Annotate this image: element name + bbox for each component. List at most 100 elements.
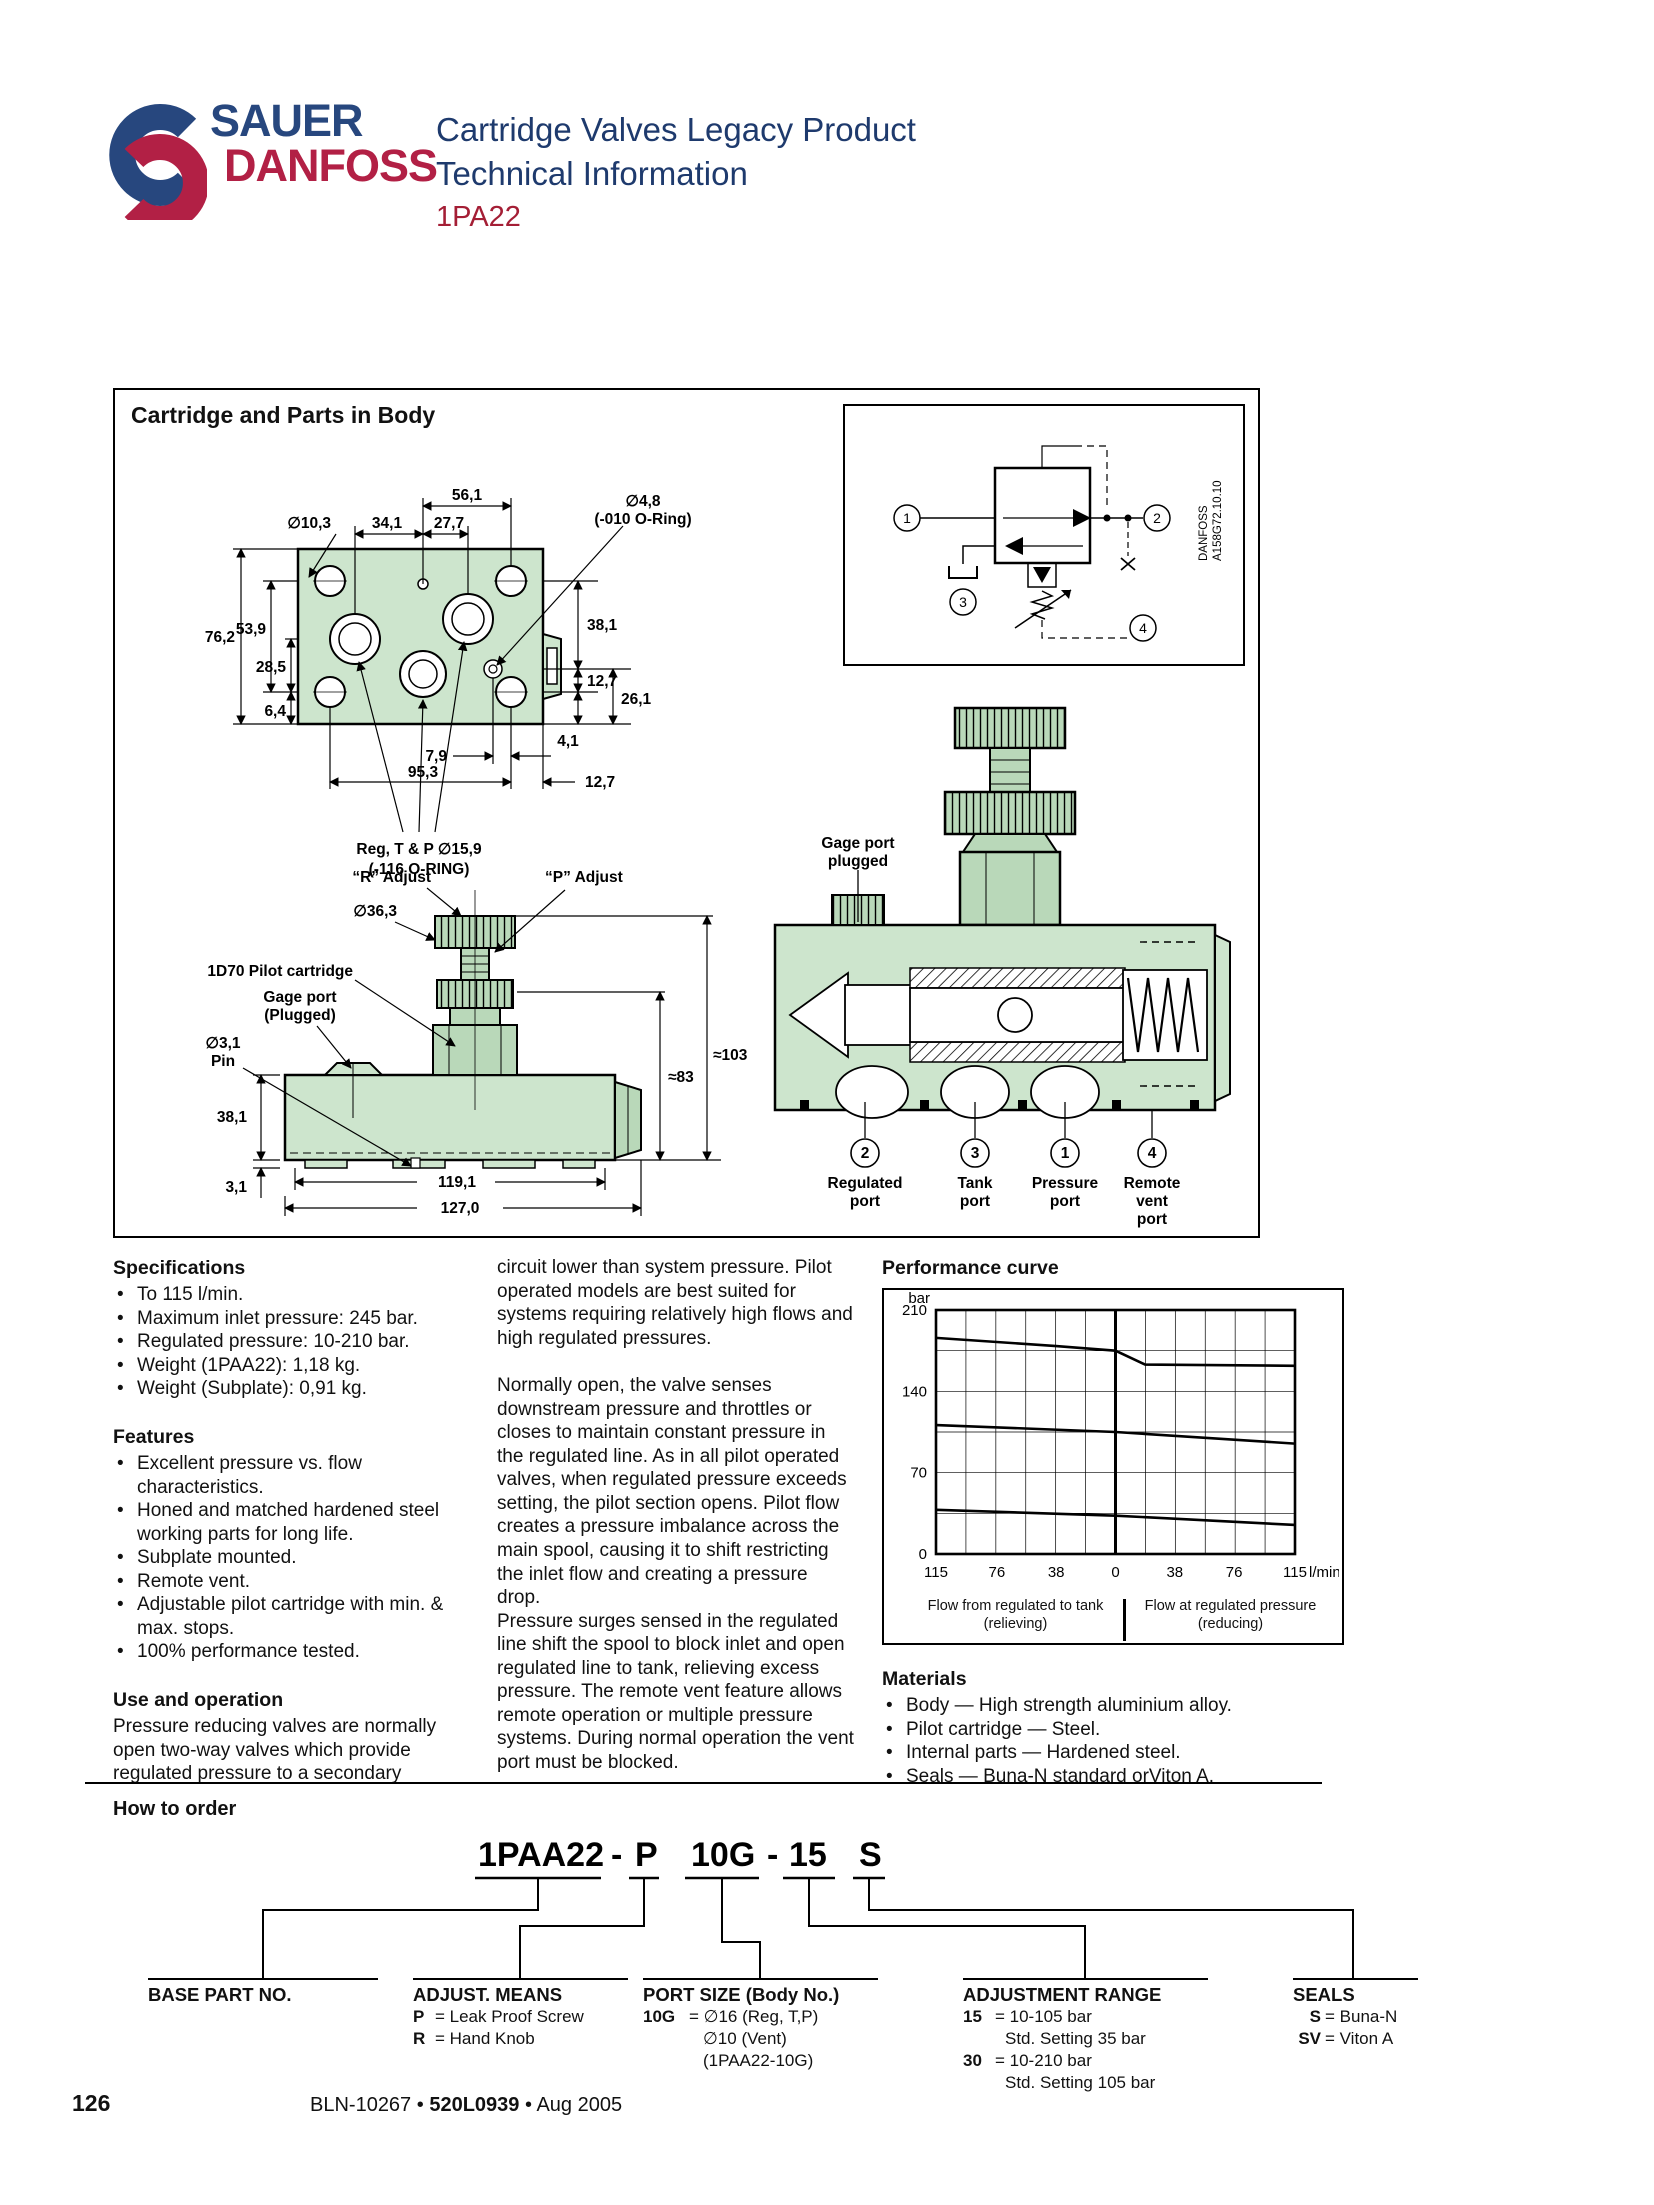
- list-item: Body — High strength aluminium alloy.: [882, 1694, 1357, 1718]
- doc-ref-separator: •: [416, 2094, 424, 2116]
- order-code: 1PAA22 - P 10G - 15 S: [478, 1836, 882, 1874]
- category-option: 30 = 10-210 bar: [963, 2050, 1208, 2072]
- product-code: 1PA22: [436, 201, 521, 234]
- dim-38-1: 38,1: [587, 617, 618, 634]
- category-option: P = Leak Proof Screw: [413, 2006, 628, 2028]
- section-knob-stack: [943, 706, 1077, 927]
- order-category-seals: SEALS S = Buna-N SV = Viton A: [1293, 1978, 1418, 2050]
- column-specifications: Specifications To 115 l/min. Maximum inl…: [113, 1256, 465, 1786]
- schematic-port-1: 1: [903, 510, 911, 526]
- section-port-1-num: 1: [1061, 1145, 1070, 1162]
- list-item: Weight (Subplate): 0,91 kg.: [113, 1377, 465, 1401]
- order-category-port-size: PORT SIZE (Body No.) 10G = ∅16 (Reg, T,P…: [643, 1978, 878, 2072]
- dimension-lines: [233, 498, 631, 833]
- order-code-port: 10G: [691, 1836, 755, 1874]
- section-body: [773, 894, 1231, 1119]
- section-divider-rule: [85, 1782, 1322, 1784]
- dim-83-label: ≈83: [668, 1069, 694, 1086]
- pressure-port-label-2: port: [1050, 1193, 1080, 1210]
- schematic-port-circles: [893, 504, 1171, 642]
- gage-port-label-2: (Plugged): [264, 1007, 335, 1024]
- section-gage-label-1: Gage port: [821, 835, 894, 852]
- section-leader-lines: [857, 870, 1153, 1138]
- features-heading: Features: [113, 1425, 195, 1448]
- section-port-2-num: 2: [861, 1145, 870, 1162]
- svg-text:210: 210: [902, 1302, 927, 1319]
- features-list: Excellent pressure vs. flow characterist…: [113, 1452, 465, 1664]
- chart-note-right: Flow at regulated pressure (reducing): [1144, 1597, 1317, 1632]
- category-option: Std. Setting 35 bar: [963, 2028, 1208, 2050]
- option-value: = Viton A: [1325, 2029, 1394, 2049]
- order-code-diagram: 1PAA22 - P 10G - 15 S: [262, 1836, 1354, 1978]
- option-value: = Leak Proof Screw: [435, 2007, 584, 2026]
- cartridge-drawing-panel: Cartridge and Parts in Body: [113, 388, 1260, 1238]
- category-title: BASE PART NO.: [148, 1984, 292, 2005]
- order-code-base: 1PAA22: [478, 1836, 604, 1874]
- option-value: = Hand Knob: [435, 2029, 535, 2049]
- order-code-dash2: -: [767, 1836, 778, 1874]
- option-code: P: [413, 2007, 425, 2026]
- hydraulic-schematic-frame: 1 2 3 4 DANFOSS A158G72.10.10: [843, 404, 1245, 666]
- option-value: = Buna-N: [1325, 2007, 1398, 2026]
- order-code-range: 15: [789, 1836, 827, 1874]
- schematic-port-numbers: 1 2 3 4: [903, 510, 1161, 636]
- dia-4-8: ∅4,8: [625, 493, 660, 510]
- description-paragraph-1: circuit lower than system pressure. Pilo…: [497, 1257, 853, 1349]
- chart-note-divider: [1123, 1598, 1126, 1641]
- list-item: Pilot cartridge — Steel.: [882, 1718, 1357, 1742]
- column-description: circuit lower than system pressure. Pilo…: [497, 1256, 855, 1774]
- how-to-order-heading: How to order: [113, 1798, 237, 1820]
- dim-26-1: 26,1: [621, 691, 652, 708]
- dim-56-1: 56,1: [452, 487, 483, 504]
- list-item: To 115 l/min.: [113, 1283, 465, 1307]
- list-item: Excellent pressure vs. flow characterist…: [113, 1452, 465, 1499]
- subplate-body: [296, 547, 562, 726]
- svg-text:140: 140: [902, 1384, 927, 1401]
- svg-text:0: 0: [919, 1546, 927, 1563]
- remote-vent-port-label-1: Remote: [1124, 1175, 1181, 1192]
- dia-10-3: ∅10,3: [287, 515, 331, 532]
- option-value: ∅10 (Vent): [703, 2029, 787, 2049]
- description-paragraph-2: Normally open, the valve senses downstre…: [497, 1375, 847, 1609]
- dim-6-4: 6,4: [264, 703, 286, 720]
- side-view-labels: “R” Adjust “P” Adjust ∅36,3 1D70 Pilot c…: [205, 869, 747, 1217]
- list-item: Seals — Buna-N standard orViton A.: [882, 1765, 1357, 1789]
- list-item: Maximum inlet pressure: 245 bar.: [113, 1307, 465, 1331]
- doc-ref-bulletin: BLN-10267: [310, 2094, 412, 2116]
- list-item: Weight (1PAA22): 1,18 kg.: [113, 1354, 465, 1378]
- logo-word-sauer: SAUER: [210, 95, 364, 146]
- dim-38-1-label: 38,1: [217, 1109, 248, 1126]
- gage-port-label-1: Gage port: [263, 989, 336, 1006]
- valve-side-view-drawing: “R” Adjust “P” Adjust ∅36,3 1D70 Pilot c…: [205, 869, 747, 1217]
- performance-curve-heading: Performance curve: [882, 1257, 1059, 1279]
- stamp-danfoss: DANFOSS: [1198, 505, 1210, 561]
- section-gage-label-2: plugged: [828, 853, 888, 870]
- document-reference: BLN-10267 • 520L0939 • Aug 2005: [310, 2094, 622, 2117]
- dim-34-1: 34,1: [372, 515, 403, 532]
- schematic-port-3: 3: [959, 594, 967, 610]
- list-item: Regulated pressure: 10-210 bar.: [113, 1330, 465, 1354]
- option-code: R: [413, 2029, 426, 2049]
- hydraulic-schematic-drawing: 1 2 3 4 DANFOSS A158G72.10.10: [893, 445, 1224, 642]
- remote-vent-port-label-3: port: [1137, 1211, 1167, 1228]
- regulated-port-label-1: Regulated: [828, 1175, 903, 1192]
- schematic-stamp: DANFOSS A158G72.10.10: [1198, 480, 1224, 561]
- dim-103-label: ≈103: [713, 1047, 748, 1064]
- dim-7-9: 7,9: [425, 748, 447, 765]
- order-category-base-part: BASE PART NO.: [148, 1978, 378, 2006]
- option-value: = 10-210 bar: [995, 2051, 1092, 2071]
- svg-text:38: 38: [1166, 1564, 1183, 1581]
- option-value: = ∅16 (Reg, T,P): [689, 2007, 819, 2026]
- title-line-1: Cartridge Valves Legacy Product: [436, 111, 916, 148]
- use-operation-heading: Use and operation: [113, 1689, 284, 1711]
- option-code: S: [1309, 2007, 1321, 2026]
- how-to-order-section: How to order 1PAA22 - P 10G - 15 S BASE …: [113, 1798, 1553, 2128]
- option-code: 30: [963, 2051, 982, 2071]
- section-port-circles: [850, 1138, 1167, 1168]
- category-option: R = Hand Knob: [413, 2028, 628, 2050]
- dimension-labels: 56,1 34,1 27,7 ∅10,3 ∅4,8 (-010 O-Ring) …: [205, 487, 692, 878]
- description-paragraph-3: Pressure surges sensed in the regulated …: [497, 1610, 854, 1773]
- dim-12-7-right: 12,7: [587, 673, 617, 690]
